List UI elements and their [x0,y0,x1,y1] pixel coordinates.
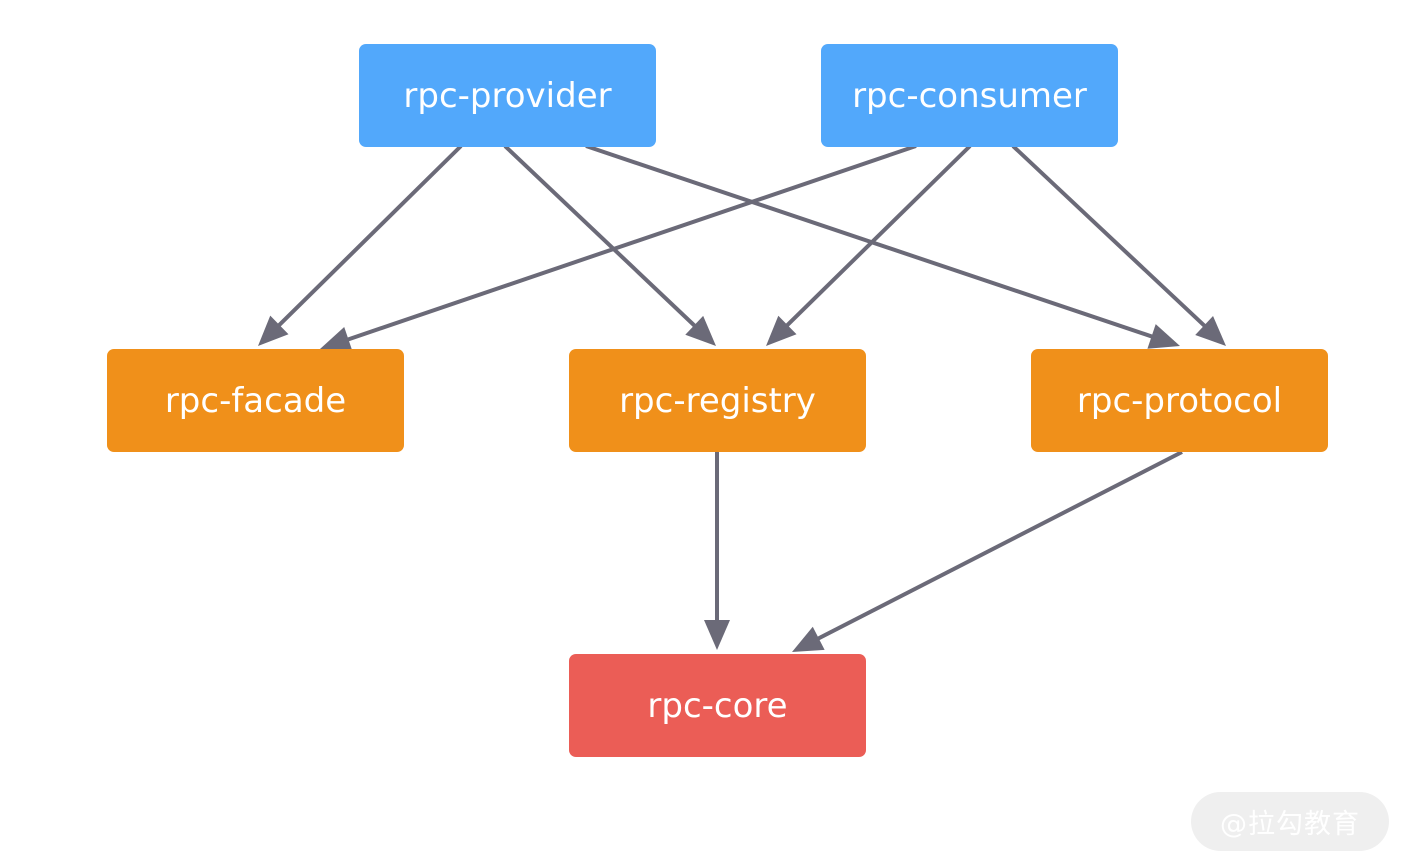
watermark-badge: @拉勾教育 [1191,792,1389,851]
edge-consumer-to-facade [320,144,917,352]
node-rpc-registry: rpc-registry [569,349,866,452]
node-rpc-core: rpc-core [569,654,866,757]
node-rpc-consumer: rpc-consumer [821,44,1118,147]
arrowhead-icon [792,626,825,652]
arrowhead-icon [766,315,797,346]
edge-line [816,450,1183,642]
node-label: rpc-protocol [1076,380,1283,421]
arrowhead-icon [258,315,289,346]
node-label: rpc-facade [164,380,347,421]
edge-line [345,144,917,342]
node-rpc-facade: rpc-facade [107,349,404,452]
arrowhead-icon [704,620,730,650]
edge-registry-to-core [704,452,730,650]
node-rpc-protocol: rpc-protocol [1031,349,1328,452]
node-label: rpc-provider [403,75,612,116]
edge-line [784,144,972,328]
arrowhead-icon [685,315,716,346]
edge-provider-to-registry [503,144,716,346]
node-label: rpc-core [647,685,788,726]
edge-protocol-to-core [792,450,1183,652]
edge-line [1011,144,1207,329]
arrowhead-icon [320,327,353,352]
node-label: rpc-consumer [852,75,1087,116]
edge-provider-to-protocol [585,144,1180,349]
node-label: rpc-registry [619,380,816,421]
edge-line [276,144,463,328]
node-rpc-provider: rpc-provider [359,44,656,147]
arrowhead-icon [1195,315,1226,346]
watermark-text: @拉勾教育 [1220,809,1360,840]
edge-consumer-to-registry [766,144,972,346]
edge-line [503,144,698,329]
arrowhead-icon [1147,324,1180,349]
edge-provider-to-facade [258,144,463,346]
edge-consumer-to-protocol [1011,144,1226,346]
